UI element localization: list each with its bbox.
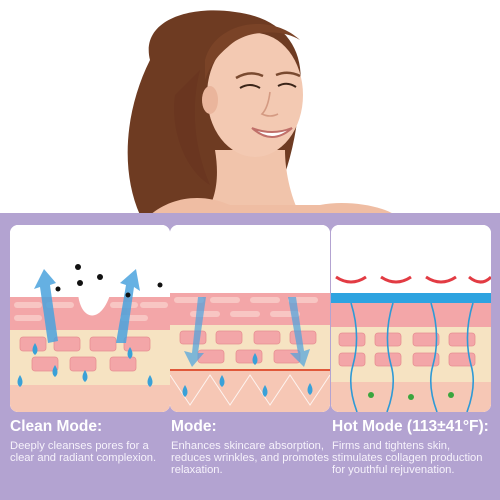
- absorption-mode-caption: Mode: Enhances skincare absorption, redu…: [171, 418, 331, 476]
- absorption-illustration: [170, 225, 330, 412]
- hot-mode-title: Hot Mode (113±41°F):: [332, 418, 489, 435]
- pore-cleansing-illustration: [10, 225, 170, 412]
- hot-mode-description: Firms and tightens skin, stimulates coll…: [332, 440, 483, 476]
- hot-mode-card: [331, 225, 491, 412]
- absorption-mode-card: [170, 225, 330, 412]
- clean-mode-card: [10, 225, 170, 412]
- absorption-mode-description: Enhances skincare absorption, reduces wr…: [171, 440, 329, 476]
- clean-mode-description: Deeply cleanses pores for a clear and ra…: [10, 440, 157, 464]
- clean-mode-caption: Clean Mode: Deeply cleanses pores for a …: [10, 418, 170, 464]
- clean-mode-title: Clean Mode:: [10, 418, 103, 435]
- model-photo: [0, 0, 500, 215]
- absorption-mode-title: Mode:: [171, 418, 217, 435]
- hot-mode-caption: Hot Mode (113±41°F): Firms and tightens …: [332, 418, 492, 476]
- collagen-heating-illustration: [331, 225, 491, 412]
